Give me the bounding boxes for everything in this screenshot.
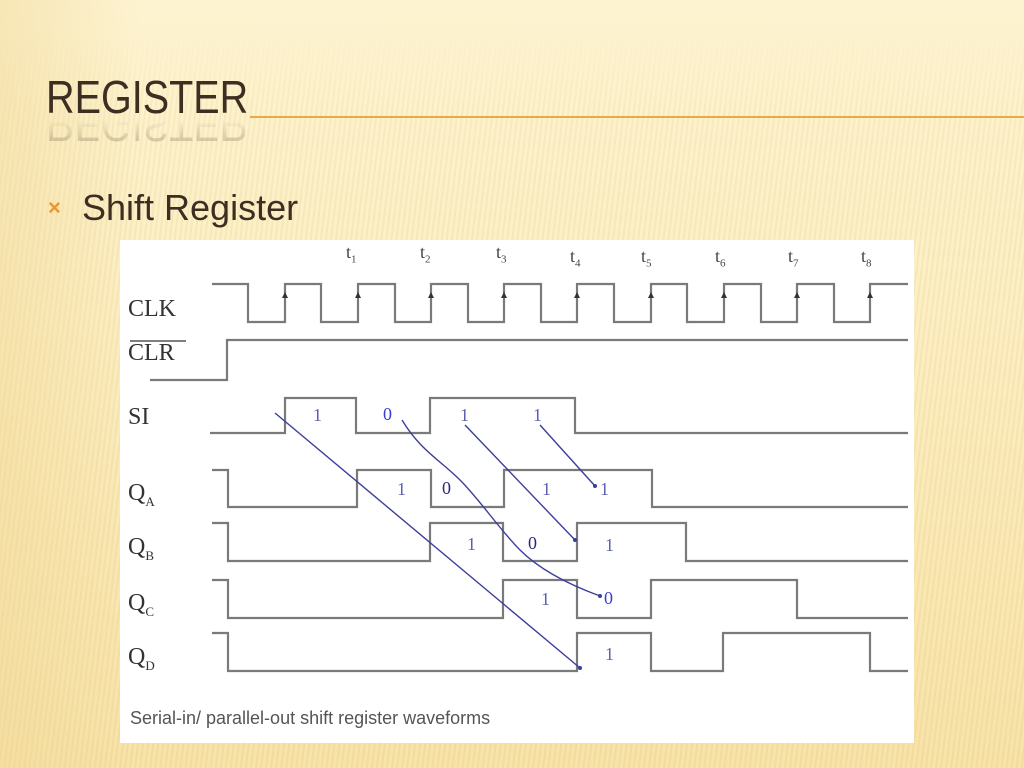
time-label-t1: t1: [346, 242, 357, 266]
time-label-t5: t5: [641, 246, 652, 270]
svg-text:0: 0: [528, 533, 537, 553]
svg-text:1: 1: [467, 534, 476, 554]
time-label-t6: t6: [715, 246, 726, 270]
bullet-x-icon: ×: [48, 195, 61, 220]
slide-title: REGISTER: [46, 71, 249, 123]
signal-label-clr: CLR: [128, 340, 175, 366]
title-underline: [250, 116, 1024, 118]
signal-label-si: SI: [128, 404, 150, 430]
qc-waveform: [212, 578, 908, 620]
time-label-t8: t8: [861, 246, 872, 270]
time-label-t4: t4: [570, 246, 581, 270]
signal-label-qc: QC: [128, 590, 155, 619]
svg-text:1: 1: [605, 535, 614, 555]
svg-text:0: 0: [442, 478, 451, 498]
svg-text:1: 1: [600, 479, 609, 499]
svg-text:0: 0: [383, 404, 392, 424]
svg-text:0: 0: [604, 588, 613, 608]
time-label-t7: t7: [788, 246, 799, 270]
si-waveform: [210, 396, 908, 435]
timing-diagram: 1 0 1 1 1 0 1 1 1 0 1 1 0 1 t1 t2 t3 t4 …: [120, 240, 914, 743]
bullet-item: × Shift Register: [48, 190, 298, 226]
background-shade: [0, 0, 140, 768]
svg-text:1: 1: [397, 479, 406, 499]
qa-waveform: [212, 468, 908, 509]
svg-text:1: 1: [460, 405, 469, 425]
signal-label-qd: QD: [128, 644, 155, 673]
svg-text:1: 1: [542, 479, 551, 499]
clr-waveform: [150, 338, 908, 382]
figure-caption: Serial-in/ parallel-out shift register w…: [130, 708, 491, 728]
signal-label-qa: QA: [128, 480, 155, 509]
svg-text:1: 1: [541, 589, 550, 609]
bullet-text: Shift Register: [82, 187, 299, 228]
qb-waveform: [212, 521, 908, 563]
propagation-arrows: [274, 412, 601, 669]
svg-text:1: 1: [533, 405, 542, 425]
signal-label-qb: QB: [128, 534, 155, 563]
slide-title-reflection: REGISTER: [46, 99, 249, 151]
signal-label-clk: CLK: [128, 296, 176, 322]
qd-waveform: [212, 631, 908, 673]
time-label-t3: t3: [496, 242, 507, 266]
waveform-drawing: 1 0 1 1 1 0 1 1 1 0 1 1 0 1: [130, 282, 908, 673]
svg-text:1: 1: [605, 644, 614, 664]
clk-waveform: [212, 282, 908, 324]
time-label-t2: t2: [420, 242, 431, 266]
si-bit-1: 1: [313, 405, 322, 425]
